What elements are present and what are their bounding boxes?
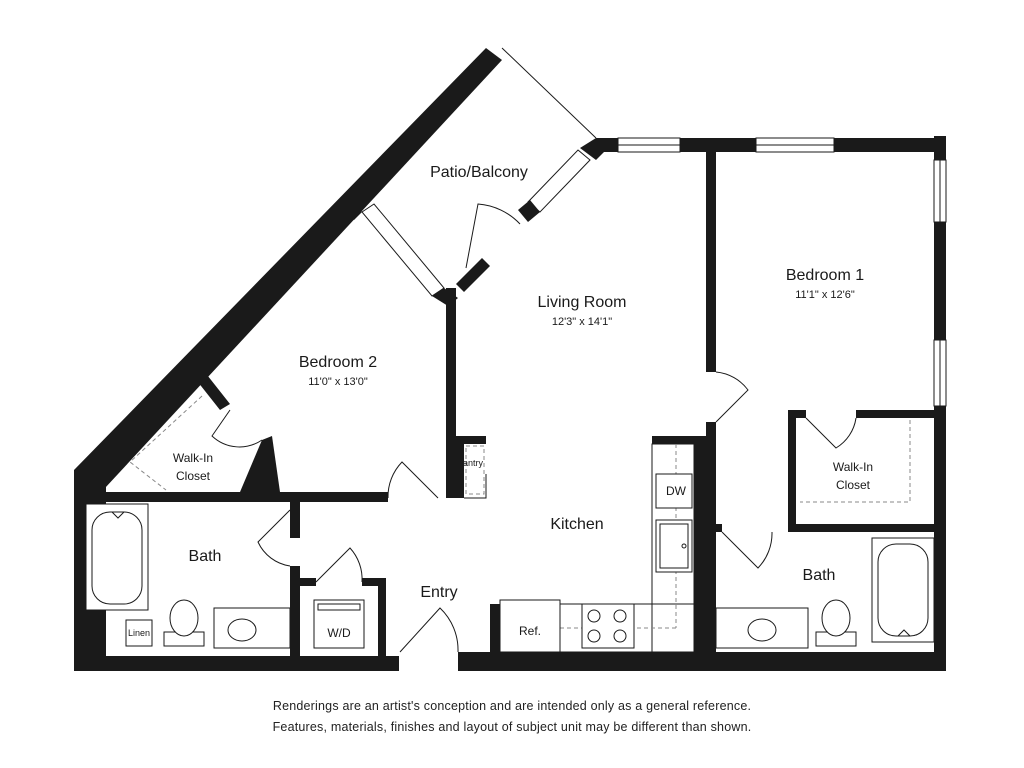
wd-label: W/D [327, 626, 351, 640]
wall-laundry-top-left [300, 578, 316, 586]
wall-closet-left-right [240, 436, 280, 492]
pantry-label: Pantry [457, 458, 484, 468]
wall-kitchen-right [694, 436, 716, 656]
doors [211, 371, 857, 653]
bath-right-label: Bath [803, 567, 836, 584]
closet-right-shelf [800, 420, 911, 503]
walkin-right-line1: Walk-In [833, 460, 873, 474]
wall-closet-right-bottom [788, 524, 938, 532]
door-laundry [315, 547, 363, 583]
bedroom1-label: Bedroom 1 [786, 267, 864, 284]
door-bath-right [721, 531, 773, 569]
toilet-left-bowl [169, 599, 199, 637]
closet-shelves [129, 395, 911, 503]
door-entry [399, 607, 459, 653]
patio-post-right [518, 200, 540, 222]
bottom-wall-right [458, 652, 944, 671]
wall-closet-right-top-right [856, 410, 938, 418]
washer-dryer [313, 599, 365, 649]
disclaimer-line2: Features, materials, finishes and layout… [272, 720, 752, 734]
wall-bathL-right [290, 498, 300, 538]
bath-left-fixtures [85, 503, 291, 649]
door-closet-left [211, 409, 263, 448]
dishwasher [655, 473, 693, 509]
wall-living-bed1-upper [706, 150, 716, 372]
wall-laundry-top-right [362, 578, 386, 586]
exterior-walls [74, 48, 946, 671]
top-wall-mid [680, 138, 756, 152]
wall-pantry-top [456, 436, 486, 444]
refrigerator [499, 599, 561, 653]
bedroom2-dims: 11'0" x 13'0" [308, 376, 368, 388]
bottom-wall-left [74, 656, 399, 671]
wall-entry-right [490, 604, 500, 656]
kitchen-label: Kitchen [550, 516, 603, 533]
wall-bathL-lower [290, 566, 300, 658]
windows [361, 137, 947, 407]
dw-label: DW [666, 484, 687, 498]
walkin-left-line2: Closet [176, 469, 211, 483]
kitchen-counters [499, 443, 695, 653]
bath-left-label: Bath [189, 548, 222, 565]
wall-closet-right-top-left [788, 410, 806, 418]
door-bath-left [257, 509, 291, 567]
interior-walls [106, 150, 938, 658]
toilet-right-bowl [821, 599, 851, 637]
wall-closet-left-diag [190, 366, 230, 410]
bath-right-fixtures [715, 537, 935, 649]
room-labels: Patio/Balcony Living Room 12'3" x 14'1" … [128, 164, 873, 640]
patio-door-jamb [456, 258, 490, 292]
walkin-left-line1: Walk-In [173, 451, 213, 465]
door-pantry [464, 474, 487, 499]
wall-bed2-bottom [106, 492, 388, 502]
patio-post-left [344, 202, 362, 220]
living-room-dims: 12'3" x 14'1" [552, 316, 612, 328]
door-bed2 [387, 461, 439, 499]
patio-corner-wall [580, 138, 618, 160]
left-corner-fill [74, 470, 106, 502]
bedroom1-dims: 11'1" x 12'6" [795, 289, 855, 301]
walkin-right-line2: Closet [836, 478, 871, 492]
laundry [313, 599, 365, 649]
closet-left-shelf [129, 395, 203, 491]
wall-bathR-top [716, 524, 722, 532]
bedroom2-label: Bedroom 2 [299, 354, 377, 371]
stove [581, 603, 635, 649]
entry-label: Entry [420, 584, 457, 601]
wall-laundry-right [378, 578, 386, 658]
patio-slider-right [527, 149, 591, 213]
door-bed1 [715, 371, 749, 423]
wall-kitchen-top [652, 436, 712, 444]
linen-label: Linen [128, 628, 150, 638]
patio-door-swing [465, 203, 521, 269]
top-wall-right [834, 138, 946, 152]
wall-living-bed2 [446, 288, 456, 498]
diagonal-wall [74, 48, 502, 502]
kitchen-sink [655, 519, 693, 573]
door-closet-right [805, 417, 857, 449]
disclaimer: Renderings are an artist's conception an… [0, 696, 1024, 738]
patio-label: Patio/Balcony [430, 164, 528, 181]
linen-closet [125, 619, 153, 647]
ref-label: Ref. [519, 624, 541, 638]
wall-closet-right-left [788, 410, 796, 530]
patio-slider-left [361, 203, 445, 297]
living-room-label: Living Room [538, 294, 627, 311]
disclaimer-line1: Renderings are an artist's conception an… [272, 699, 752, 713]
wall-pantry-left [456, 436, 464, 498]
pantry-shelf [465, 445, 485, 495]
